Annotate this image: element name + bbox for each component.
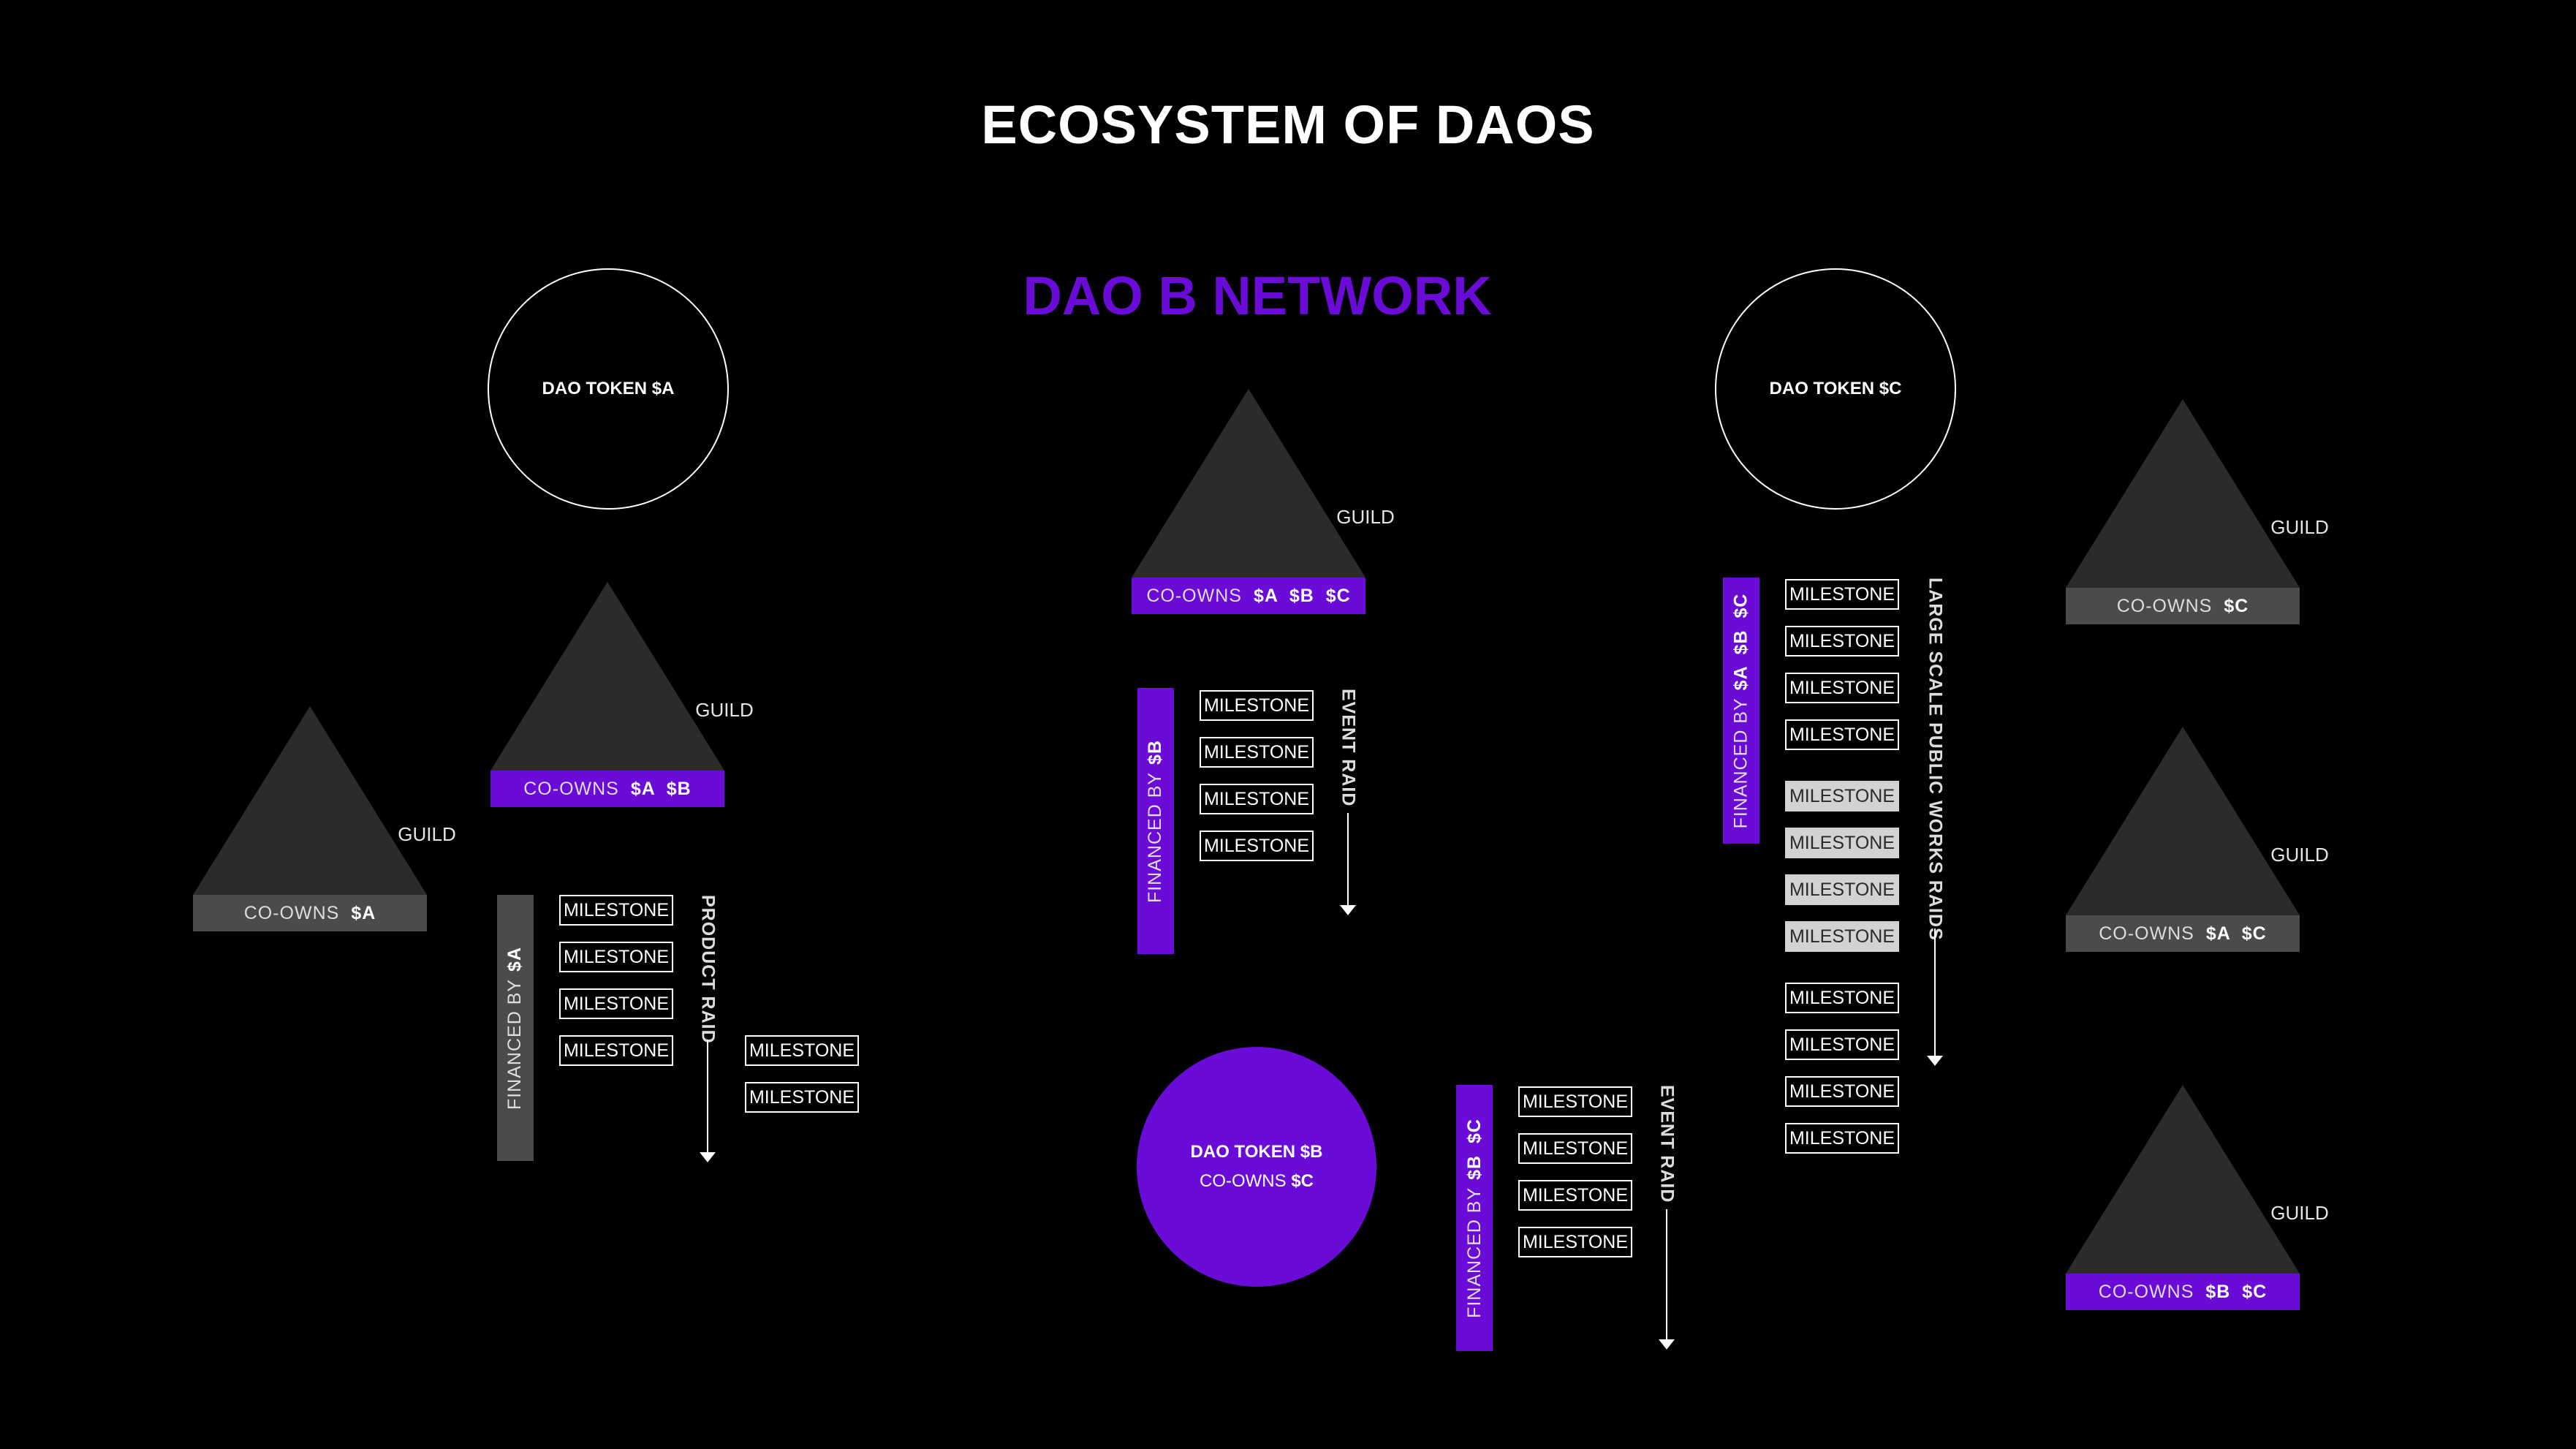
milestone-box: MILESTONE bbox=[745, 1082, 859, 1113]
coowns-bar: CO-OWNS$A $B bbox=[490, 771, 724, 807]
coowns-bar: CO-OWNS$C bbox=[2066, 588, 2300, 624]
raid-text: LARGE SCALE PUBLIC WORKS RAIDS bbox=[1925, 578, 1946, 941]
coowns-value: $A $B bbox=[630, 778, 692, 799]
financed-by-abc-bar: FINANCED BY$A $B $C bbox=[1723, 578, 1759, 844]
dao-token-b-coowns: CO-OWNS $C bbox=[1199, 1171, 1314, 1191]
large-scale-raid-label: LARGE SCALE PUBLIC WORKS RAIDS bbox=[1920, 578, 1950, 1082]
guild-triangle: GUILD bbox=[490, 582, 754, 771]
guild-ac: GUILD CO-OWNS$A $C bbox=[2066, 727, 2329, 952]
guild-label: GUILD bbox=[2270, 1202, 2329, 1224]
coowns-bar: CO-OWNS$B $C bbox=[2066, 1274, 2300, 1310]
milestone-box: MILESTONE bbox=[1785, 719, 1899, 750]
product-raid-label: PRODUCT RAID bbox=[693, 895, 722, 1165]
raid-arrow-head bbox=[700, 1152, 716, 1162]
guild-triangle: GUILD bbox=[2066, 1085, 2329, 1274]
guild-triangle: GUILD bbox=[193, 706, 456, 895]
financed-label: FINANCED BY$A bbox=[504, 946, 526, 1110]
financed-by-a-bar: FINANCED BY$A bbox=[497, 895, 534, 1161]
page-title: ECOSYSTEM OF DAOS bbox=[981, 94, 1595, 155]
raid-text: PRODUCT RAID bbox=[697, 895, 719, 1044]
milestone-box: MILESTONE bbox=[1518, 1086, 1632, 1117]
dao-token-c-circle: DAO TOKEN $C bbox=[1715, 268, 1956, 510]
milestone-box-completed: MILESTONE bbox=[1785, 921, 1899, 952]
event-raid-label-2: EVENT RAID bbox=[1652, 1085, 1681, 1355]
financed-label: FINANCED BY$A $B $C bbox=[1730, 593, 1751, 828]
milestone-box: MILESTONE bbox=[559, 1035, 673, 1066]
guild-bc: GUILD CO-OWNS$B $C bbox=[2066, 1085, 2329, 1310]
raid-arrow-line bbox=[707, 1040, 708, 1155]
raid-arrow-head bbox=[1927, 1056, 1943, 1066]
raid-arrow-line bbox=[1934, 928, 1936, 1059]
coowns-value: $A $B $C bbox=[1253, 585, 1351, 606]
milestone-box: MILESTONE bbox=[1518, 1227, 1632, 1257]
milestone-box: MILESTONE bbox=[1200, 831, 1314, 861]
financed-label: FINANCED BY$B bbox=[1145, 739, 1166, 903]
milestone-box-completed: MILESTONE bbox=[1785, 828, 1899, 858]
coowns-bar: CO-OWNS$A $C bbox=[2066, 915, 2300, 952]
milestone-box-completed: MILESTONE bbox=[1785, 874, 1899, 905]
dao-token-a-circle: DAO TOKEN $A bbox=[488, 268, 729, 510]
financed-by-bc-bar: FINANCED BY$B $C bbox=[1456, 1085, 1493, 1351]
dao-token-b-label: DAO TOKEN $B bbox=[1190, 1142, 1323, 1162]
event-raid-label: EVENT RAID bbox=[1333, 689, 1363, 959]
milestone-box: MILESTONE bbox=[1785, 983, 1899, 1013]
dao-token-c-label: DAO TOKEN $C bbox=[1769, 379, 1902, 398]
coowns-value: $A bbox=[351, 902, 376, 923]
milestone-box: MILESTONE bbox=[1200, 784, 1314, 814]
guild-triangle: GUILD bbox=[2066, 727, 2329, 915]
milestone-box: MILESTONE bbox=[1785, 626, 1899, 657]
milestone-box: MILESTONE bbox=[1200, 690, 1314, 721]
milestone-box: MILESTONE bbox=[745, 1035, 859, 1066]
milestone-box: MILESTONE bbox=[1518, 1133, 1632, 1164]
dao-token-b-circle: DAO TOKEN $B CO-OWNS $C bbox=[1137, 1047, 1376, 1287]
guild-label: GUILD bbox=[2270, 844, 2329, 866]
raid-arrow-head bbox=[1340, 905, 1356, 915]
coowns-value: $C bbox=[2224, 595, 2249, 616]
coowns-bar: CO-OWNS$A bbox=[193, 895, 427, 931]
milestone-box: MILESTONE bbox=[1518, 1180, 1632, 1211]
milestone-box: MILESTONE bbox=[1785, 1123, 1899, 1154]
milestone-box: MILESTONE bbox=[1785, 673, 1899, 703]
financed-label: FINANCED BY$B $C bbox=[1463, 1118, 1485, 1318]
coowns-value: $A $C bbox=[2205, 923, 2267, 944]
guild-label: GUILD bbox=[695, 699, 754, 721]
milestone-box: MILESTONE bbox=[1200, 737, 1314, 768]
network-subtitle: DAO B NETWORK bbox=[1023, 265, 1492, 326]
financed-by-b-bar: FINANCED BY$B bbox=[1137, 688, 1174, 954]
milestone-box: MILESTONE bbox=[1785, 1076, 1899, 1107]
milestone-box: MILESTONE bbox=[1785, 579, 1899, 610]
milestone-box: MILESTONE bbox=[559, 895, 673, 926]
dao-token-a-label: DAO TOKEN $A bbox=[542, 379, 675, 398]
milestone-box-completed: MILESTONE bbox=[1785, 781, 1899, 811]
guild-c: GUILD CO-OWNS$C bbox=[2066, 399, 2329, 624]
milestone-box: MILESTONE bbox=[1785, 1029, 1899, 1060]
guild-triangle: GUILD bbox=[2066, 399, 2329, 588]
coowns-bar: CO-OWNS$A $B $C bbox=[1132, 578, 1365, 614]
guild-ab: GUILD CO-OWNS$A $B bbox=[490, 582, 754, 807]
raid-arrow-head bbox=[1659, 1339, 1675, 1350]
raid-text: EVENT RAID bbox=[1656, 1085, 1678, 1203]
guild-label: GUILD bbox=[1336, 506, 1395, 528]
raid-arrow-line bbox=[1666, 1209, 1667, 1342]
raid-text: EVENT RAID bbox=[1338, 689, 1359, 807]
coowns-value: $B $C bbox=[2205, 1281, 2268, 1302]
milestone-box: MILESTONE bbox=[559, 942, 673, 972]
guild-label: GUILD bbox=[398, 823, 456, 845]
milestone-box: MILESTONE bbox=[559, 988, 673, 1019]
guild-a: GUILD CO-OWNS$A bbox=[193, 706, 456, 931]
guild-abc: GUILD CO-OWNS$A $B $C bbox=[1132, 389, 1395, 614]
guild-triangle: GUILD bbox=[1132, 389, 1395, 578]
raid-arrow-line bbox=[1347, 813, 1349, 908]
guild-label: GUILD bbox=[2270, 516, 2329, 538]
